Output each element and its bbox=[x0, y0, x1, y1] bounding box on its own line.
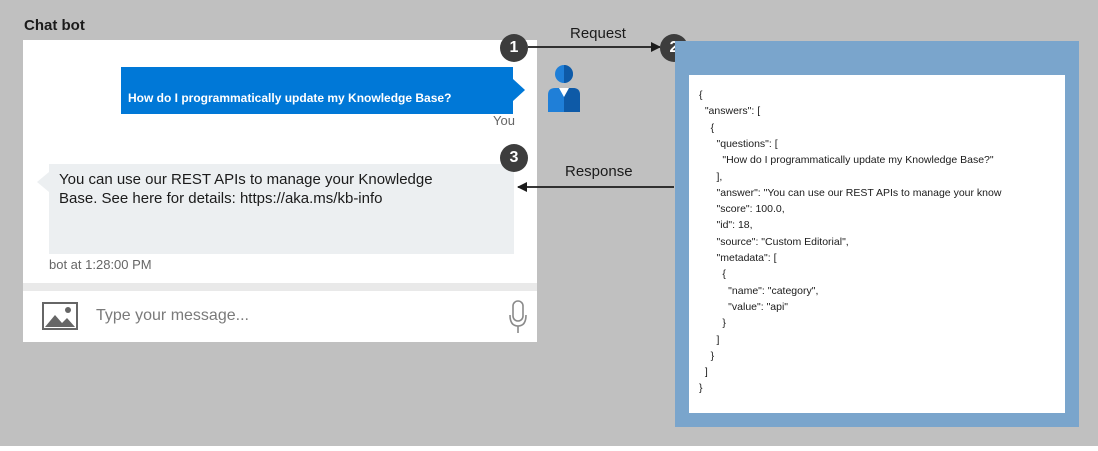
json-line: "answers": [ bbox=[699, 105, 761, 118]
microphone-icon[interactable] bbox=[509, 300, 527, 334]
json-line: ] bbox=[699, 366, 708, 379]
bot-timestamp: bot at 1:28:00 PM bbox=[49, 257, 152, 272]
json-line: "score": 100.0, bbox=[699, 203, 785, 216]
json-line: "source": "Custom Editorial", bbox=[699, 235, 849, 248]
json-line: { bbox=[699, 268, 726, 281]
user-label: You bbox=[493, 113, 515, 128]
response-label: Response bbox=[565, 163, 633, 180]
bot-message-text: You can use our REST APIs to manage your… bbox=[59, 170, 459, 208]
step-badge-1: 1 bbox=[500, 34, 528, 62]
chat-bot-title: Chat bot bbox=[24, 17, 85, 34]
bot-message-bubble bbox=[49, 164, 514, 254]
chat-input-divider bbox=[23, 283, 537, 291]
json-response-panel: { "answers": [ { "questions": [ "How do … bbox=[689, 75, 1065, 413]
json-line: } bbox=[699, 382, 703, 395]
json-line: ] bbox=[699, 333, 720, 346]
step-badge-3: 3 bbox=[500, 144, 528, 172]
user-bubble-tail bbox=[513, 79, 525, 101]
user-avatar-icon bbox=[548, 65, 580, 112]
message-input[interactable]: Type your message... bbox=[96, 307, 249, 324]
json-line: ], bbox=[699, 170, 723, 183]
json-line: "metadata": [ bbox=[699, 252, 777, 264]
json-line: { bbox=[699, 89, 703, 101]
json-line: "name": "category", bbox=[699, 284, 819, 297]
request-label: Request bbox=[570, 25, 626, 42]
bot-message-line-1: You can use our REST APIs to manage your… bbox=[59, 171, 433, 188]
json-line: "value": "api" bbox=[699, 300, 789, 313]
image-upload-icon[interactable] bbox=[42, 302, 78, 330]
json-line: "id": 18, bbox=[699, 219, 753, 232]
user-message-text: How do I programmatically update my Know… bbox=[128, 91, 452, 105]
bot-bubble-tail bbox=[37, 172, 49, 192]
json-line: } bbox=[699, 317, 726, 330]
json-line: } bbox=[699, 349, 715, 362]
json-line: { bbox=[699, 121, 715, 134]
json-line: "questions": [ bbox=[699, 137, 778, 150]
json-line: "answer": "You can use our REST APIs to … bbox=[699, 186, 1002, 199]
message-input-bar[interactable] bbox=[35, 293, 537, 341]
user-message-bubble bbox=[121, 67, 513, 114]
json-line: "How do I programmatically update my Kno… bbox=[699, 154, 994, 167]
bot-message-line-2: Base. See here for details: https://aka.… bbox=[59, 190, 383, 207]
